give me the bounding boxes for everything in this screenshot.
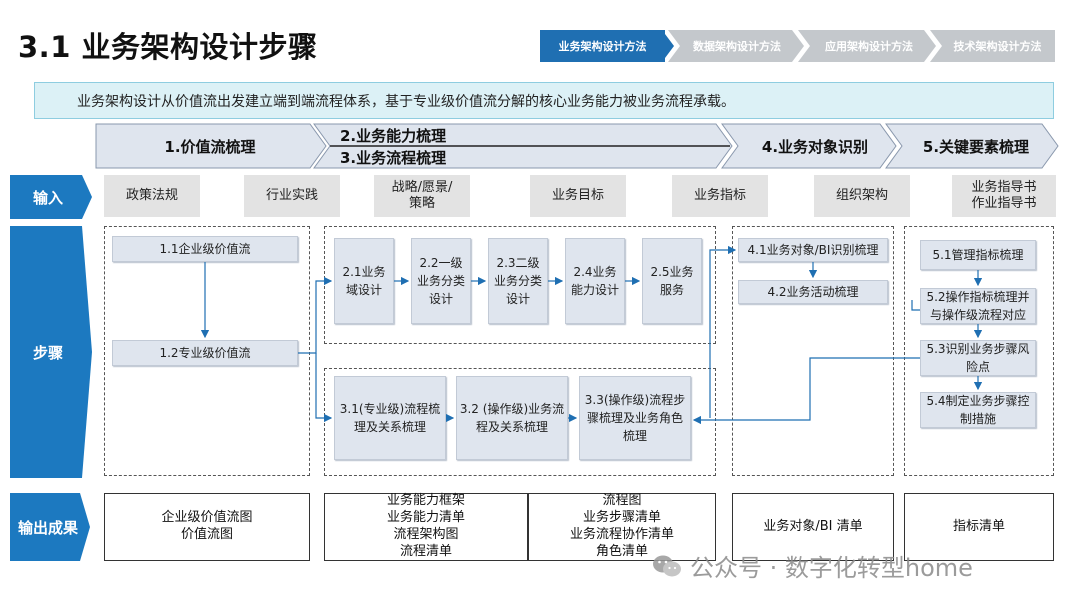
step-1-1: 1.1企业级价值流 <box>112 236 298 262</box>
phase-value-stream: 1.价值流梳理 <box>164 137 256 156</box>
phase-business-capability: 2.业务能力梳理 <box>340 126 447 145</box>
intro-banner: 业务架构设计从价值流出发建立端到端流程体系，基于专业级价值流分解的核心业务能力被… <box>34 82 1054 119</box>
input-business-metrics: 业务指标 <box>672 175 768 217</box>
output-capability: 业务能力框架 业务能力清单 流程架构图 流程清单 <box>324 493 528 561</box>
watermark: 公众号 · 数字化转型home <box>652 548 973 583</box>
breadcrumb-item-data[interactable]: 数据架构设计方法 <box>693 40 781 53</box>
row-label-output: 输出成果 <box>17 518 78 537</box>
phase-key-elements: 5.关键要素梳理 <box>922 137 1030 156</box>
step-3-3: 3.3(操作级)流程步 骤梳理及业务角色 梳理 <box>579 376 691 460</box>
step-2-1: 2.1业务 域设计 <box>334 238 394 324</box>
step-5-1: 5.1管理指标梳理 <box>920 240 1036 270</box>
output-value-stream: 企业级价值流图 价值流图 <box>104 493 310 561</box>
breadcrumb-item-business[interactable]: 业务架构设计方法 <box>540 30 665 62</box>
breadcrumb-item-application[interactable]: 应用架构设计方法 <box>825 40 913 53</box>
row-label-steps: 步骤 <box>32 343 63 362</box>
group-business-object <box>732 226 894 476</box>
input-industry-practice: 行业实践 <box>244 175 340 217</box>
page-title: 3.1 业务架构设计步骤 <box>18 30 318 64</box>
step-3-1: 3.1(专业级)流程梳 理及关系梳理 <box>334 376 446 460</box>
step-1-2: 1.2专业级价值流 <box>112 340 298 366</box>
step-2-3: 2.3二级 业务分类 设计 <box>488 238 548 324</box>
row-label-shapes <box>10 175 92 561</box>
input-organization: 组织架构 <box>814 175 910 217</box>
output-metrics: 指标清单 <box>904 493 1054 561</box>
step-5-2: 5.2操作指标梳理并 与操作级流程对应 <box>920 288 1036 324</box>
input-policy: 政策法规 <box>104 175 200 217</box>
output-process: 流程图 业务步骤清单 业务流程协作清单 角色清单 <box>528 493 716 561</box>
wechat-icon <box>653 555 681 576</box>
step-2-2: 2.2一级 业务分类 设计 <box>411 238 471 324</box>
intro-text: 业务架构设计从价值流出发建立端到端流程体系，基于专业级价值流分解的核心业务能力被… <box>77 93 735 110</box>
step-2-4: 2.4业务 能力设计 <box>565 238 625 324</box>
phase-business-object: 4.业务对象识别 <box>761 137 869 156</box>
step-2-5: 2.5业务 服务 <box>642 238 702 324</box>
group-value-stream <box>104 226 310 476</box>
step-5-4: 5.4制定业务步骤控 制措施 <box>920 392 1036 428</box>
step-4-1: 4.1业务对象/BI识别梳理 <box>738 238 888 262</box>
phase-business-process: 3.业务流程梳理 <box>340 148 447 167</box>
phase-shapes <box>95 123 1059 169</box>
step-4-2: 4.2业务活动梳理 <box>738 280 888 304</box>
input-business-goals: 业务目标 <box>530 175 626 217</box>
breadcrumb: 业务架构设计方法 数据架构设计方法 应用架构设计方法 技术架构设计方法 <box>540 30 1055 62</box>
output-business-object: 业务对象/BI 清单 <box>732 493 894 561</box>
input-strategy: 战略/愿景/ 策略 <box>374 175 470 217</box>
input-guides: 业务指导书 作业指导书 <box>952 175 1056 217</box>
step-3-2: 3.2 (操作级)业务流 程及关系梳理 <box>456 376 568 460</box>
row-label-input: 输入 <box>32 188 63 207</box>
watermark-text: 公众号 · 数字化转型home <box>690 554 973 582</box>
step-5-3: 5.3识别业务步骤风 险点 <box>920 340 1036 376</box>
group-key-elements <box>904 226 1054 476</box>
breadcrumb-item-technology[interactable]: 技术架构设计方法 <box>953 40 1042 53</box>
